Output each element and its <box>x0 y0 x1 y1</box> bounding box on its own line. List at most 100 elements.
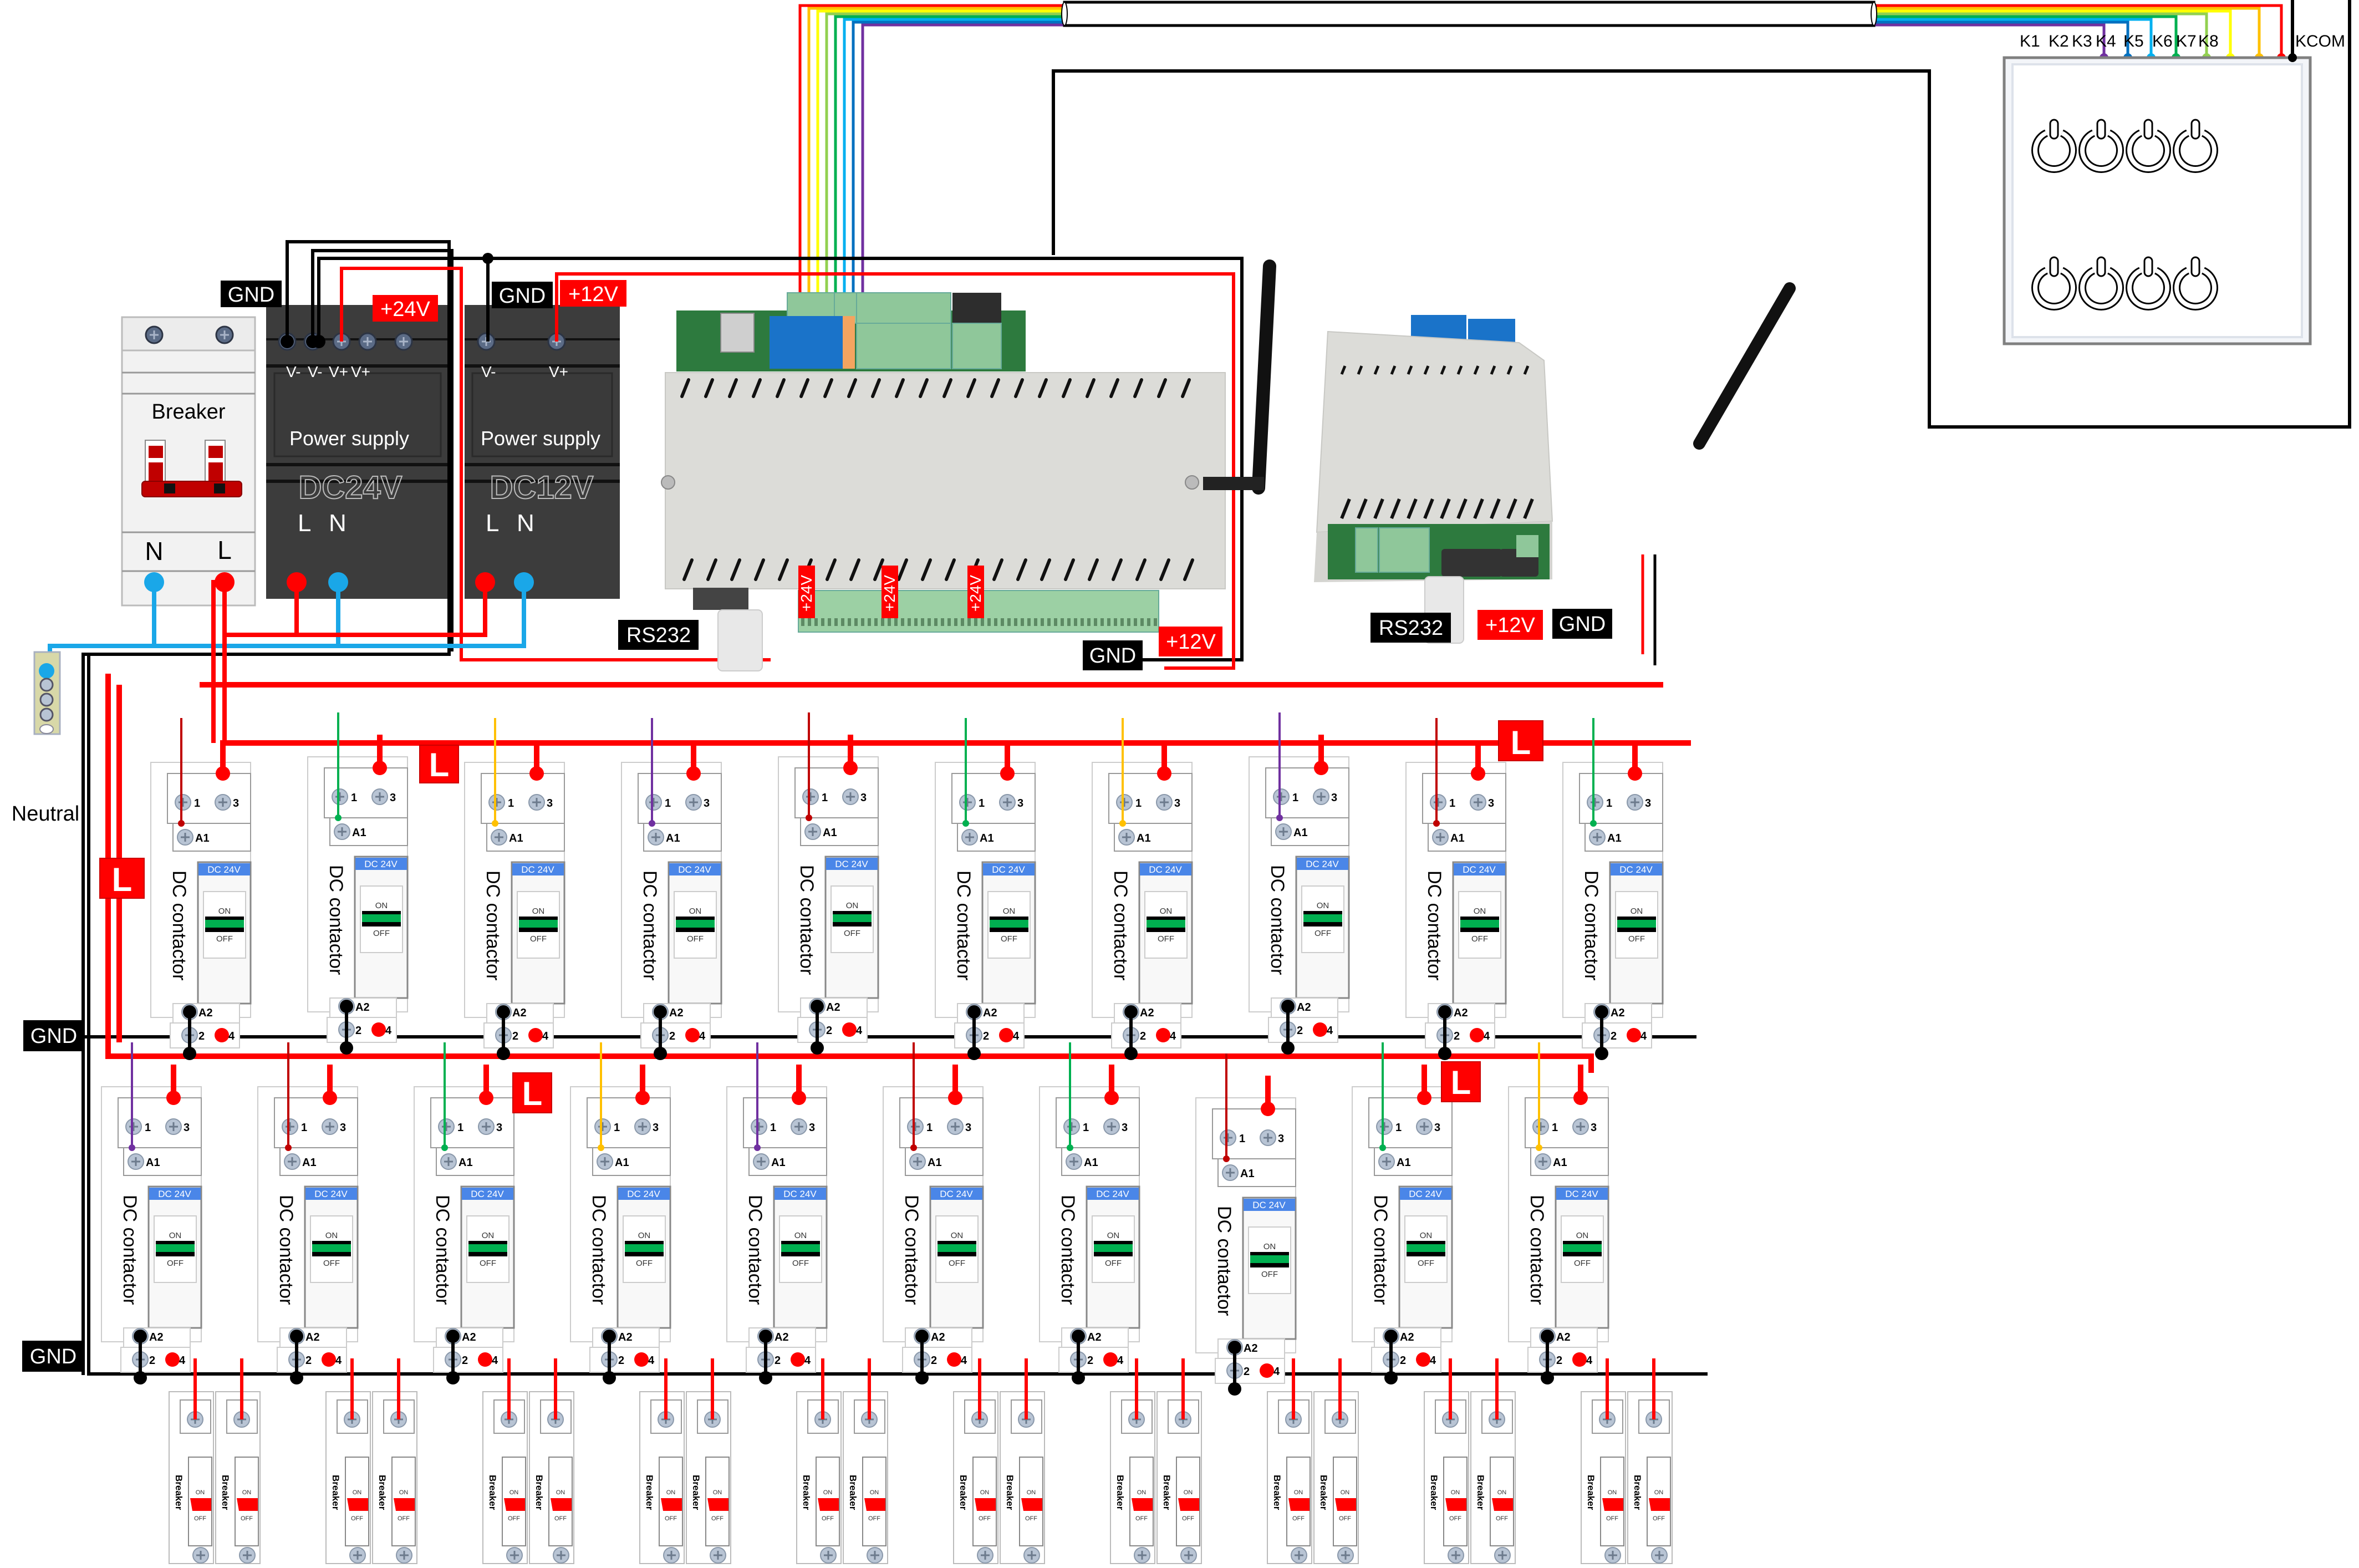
antenna-secondary <box>1693 282 1796 450</box>
mcb-toggle[interactable] <box>1335 1498 1356 1511</box>
mcb-toggle[interactable] <box>551 1498 572 1511</box>
contactor-name: DC contactor <box>276 1195 297 1305</box>
mcb-toggle[interactable] <box>1492 1498 1513 1511</box>
terminal-screw <box>866 1546 884 1564</box>
mcb-toggle[interactable] <box>504 1498 525 1511</box>
terminal-screw <box>946 1118 964 1136</box>
on-label: ON <box>399 1489 409 1496</box>
mcb-toggle[interactable] <box>864 1498 885 1511</box>
off-label: OFF <box>554 1515 567 1522</box>
mcb-toggle[interactable] <box>1021 1498 1042 1511</box>
mcb-toggle[interactable] <box>237 1498 258 1511</box>
coil-voltage-band <box>1454 863 1505 875</box>
terminal-slot <box>1094 618 1097 626</box>
on-label: ON <box>823 1489 833 1496</box>
main-controller[interactable] <box>661 292 1226 671</box>
terminal-label-1: 1 <box>1135 797 1142 810</box>
mcb-toggle[interactable] <box>661 1498 682 1511</box>
terminal-label-3: 3 <box>704 797 710 810</box>
terminal-label-3: 3 <box>340 1122 346 1134</box>
psu-12v[interactable]: Power supply DC12V L N V- V+ <box>465 305 620 599</box>
terminal-label-3: 3 <box>1174 797 1180 810</box>
mcb-toggle[interactable] <box>1602 1498 1623 1511</box>
terminal-slot <box>874 618 878 626</box>
main-breaker[interactable]: Breaker N L <box>121 316 256 607</box>
psu-24v[interactable]: Power supply DC24V L N V- V- V+ V+ <box>266 305 449 599</box>
terminal-label-a1: A1 <box>195 832 210 844</box>
vent-slot <box>919 378 929 398</box>
mcb-toggle[interactable] <box>1445 1498 1466 1511</box>
wall-switch-panel[interactable] <box>2003 56 2312 345</box>
terminal-slot <box>1134 618 1137 626</box>
mcb-name: Breaker <box>1429 1475 1439 1510</box>
off-label: OFF <box>167 1259 184 1268</box>
mcb-toggle[interactable] <box>1288 1498 1310 1511</box>
mcb-toggle[interactable] <box>1178 1498 1199 1511</box>
terminal-label-a1: A1 <box>1240 1168 1255 1180</box>
mcb-toggle[interactable] <box>707 1498 728 1511</box>
coil-voltage-label: DC 24V <box>627 1189 660 1199</box>
main-breaker-toggle[interactable] <box>141 481 242 497</box>
terminal-screw <box>790 1118 808 1136</box>
coil-voltage-band <box>931 1188 982 1200</box>
secondary-rs232-port[interactable] <box>1441 549 1502 577</box>
mcb-name: Breaker <box>1161 1475 1172 1510</box>
off-label: OFF <box>373 929 390 938</box>
rs232-port[interactable] <box>693 588 748 610</box>
vent-slot <box>1112 558 1123 581</box>
mcb-toggle[interactable] <box>347 1498 368 1511</box>
mcb-toggle[interactable] <box>190 1498 211 1511</box>
secondary-controller[interactable] <box>1314 315 1553 644</box>
mcb-toggle[interactable] <box>975 1498 996 1511</box>
mcb-toggle[interactable] <box>394 1498 415 1511</box>
mcb-name: Breaker <box>1005 1475 1015 1510</box>
contactor-name: DC contactor <box>901 1195 922 1305</box>
mcb-toggle[interactable] <box>1132 1498 1153 1511</box>
mcb-toggle[interactable] <box>1649 1498 1670 1511</box>
ethernet-port[interactable] <box>720 313 755 353</box>
terminal-label-a1: A1 <box>1293 827 1308 839</box>
mcb-toggle[interactable] <box>818 1498 839 1511</box>
